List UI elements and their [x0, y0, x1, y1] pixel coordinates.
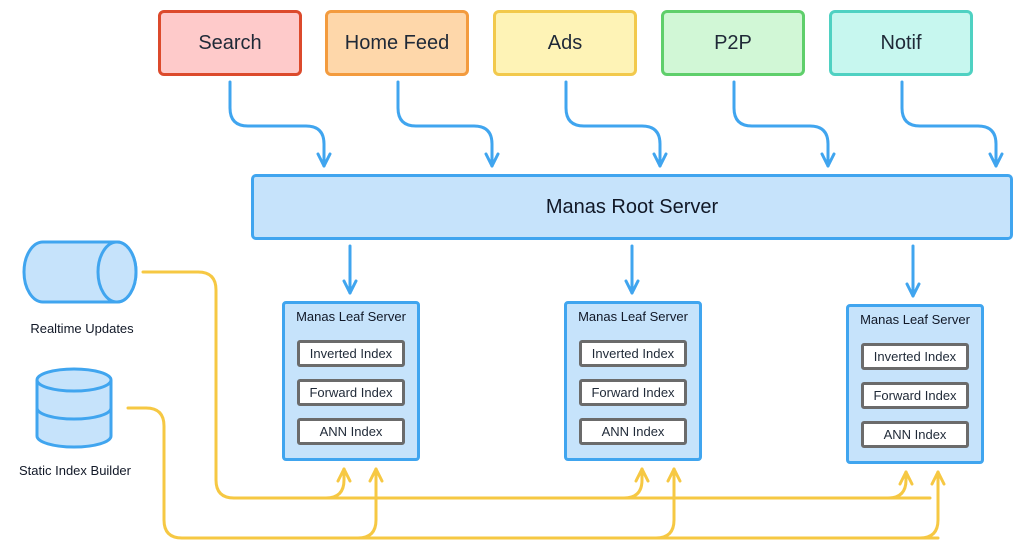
leaf-server: Manas Leaf Server Inverted Index Forward… [846, 304, 984, 464]
arrow-static-index [126, 406, 940, 540]
leaf-server: Manas Leaf Server Inverted Index Forward… [282, 301, 420, 461]
ann-index: ANN Index [861, 421, 969, 448]
client-label: P2P [714, 31, 752, 54]
inverted-index: Inverted Index [297, 340, 405, 367]
root-server: Manas Root Server [251, 174, 1013, 240]
root-to-leaf-arrows [342, 244, 921, 298]
leaf-server-title: Manas Leaf Server [578, 309, 688, 324]
client-label: Home Feed [344, 31, 450, 54]
realtime-updates-label: Realtime Updates [30, 321, 134, 336]
inverted-index: Inverted Index [861, 343, 969, 370]
inverted-index: Inverted Index [579, 340, 687, 367]
arrow-realtime-to-leaf-2 [622, 467, 650, 500]
update-arrows [126, 270, 946, 540]
arrow-static-to-leaf-1 [356, 467, 384, 540]
cylinder-icon [22, 240, 138, 304]
forward-index: Forward Index [579, 379, 687, 406]
ann-index: ANN Index [579, 418, 687, 445]
leaf-server: Manas Leaf Server Inverted Index Forward… [564, 301, 702, 461]
arrow-realtime-updates [141, 270, 932, 500]
client-ads: Ads [493, 10, 637, 76]
leaf-server-title: Manas Leaf Server [296, 309, 406, 324]
client-home-feed: Home Feed [325, 10, 469, 76]
arrow-ads-to-root [564, 80, 668, 168]
client-label: Notif [880, 31, 922, 54]
client-arrows [228, 80, 1004, 168]
arrow-p2p-to-root [732, 80, 836, 168]
client-search: Search [158, 10, 302, 76]
forward-index: Forward Index [297, 379, 405, 406]
ann-index: ANN Index [297, 418, 405, 445]
arrow-static-to-leaf-2 [654, 467, 682, 540]
client-notif: Notif [829, 10, 973, 76]
root-server-label: Manas Root Server [545, 195, 719, 218]
static-index-builder-label: Static Index Builder [18, 463, 131, 478]
arrow-realtime-to-leaf-3 [886, 470, 914, 500]
client-label: Ads [547, 31, 583, 54]
arrow-homefeed-to-root [396, 80, 500, 168]
forward-index: Forward Index [861, 382, 969, 409]
leaf-server-title: Manas Leaf Server [860, 312, 970, 327]
arrow-realtime-to-leaf-1 [324, 467, 352, 500]
client-label: Search [198, 31, 262, 54]
arrow-static-to-leaf-3 [918, 470, 946, 540]
client-p2p: P2P [661, 10, 805, 76]
arrow-search-to-root [228, 80, 332, 168]
database-icon [35, 367, 113, 449]
arrow-notif-to-root [900, 80, 1004, 168]
